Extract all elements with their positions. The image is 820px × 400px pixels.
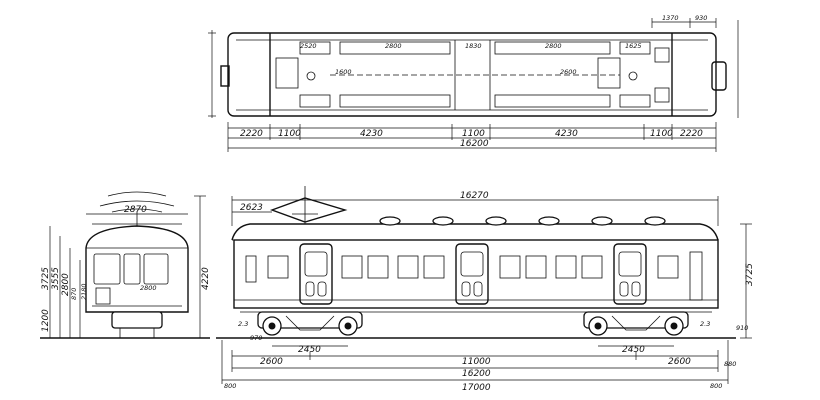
plan-dim-3: 4230 xyxy=(360,129,383,139)
side-low-dim-4: 910 xyxy=(736,324,748,332)
end-height-3: 2800 xyxy=(61,273,71,296)
plan-inner-1: 2520 xyxy=(300,42,317,50)
plan-dim-2: 1100 xyxy=(278,129,301,139)
truck-left xyxy=(257,311,363,336)
side-doors xyxy=(299,243,647,305)
end-height-1: 3725 xyxy=(41,267,51,290)
side-row1-right: 2600 xyxy=(668,357,691,367)
pantograph xyxy=(269,186,348,224)
plan-inner-6: 1600 xyxy=(335,68,352,76)
side-low-dim-3: 970 xyxy=(250,334,262,342)
plan-inner-7: 2600 xyxy=(560,68,577,76)
side-windows xyxy=(245,251,703,301)
side-pantograph-offset: 2623 xyxy=(240,203,263,213)
plan-overall-length: 16200 xyxy=(460,139,489,149)
plan-dim-5: 4230 xyxy=(555,129,578,139)
side-top-length: 16270 xyxy=(460,191,489,201)
plan-dim-4: 1100 xyxy=(462,129,485,139)
side-row1-left: 2600 xyxy=(260,357,283,367)
plan-inner-5: 1625 xyxy=(625,42,642,50)
plan-top-right-2: 930 xyxy=(695,14,707,22)
end-height-right: 4220 xyxy=(201,267,211,290)
plan-top-right-1: 1370 xyxy=(662,14,679,22)
plan-dim-1: 2220 xyxy=(240,129,263,139)
roof-ventilators xyxy=(379,216,666,226)
end-view: 2870 2800 3725 3555 2800 1200 4220 870 2… xyxy=(40,191,211,339)
end-small-2: 2180 xyxy=(80,283,88,300)
plan-dim-6: 1100 xyxy=(650,129,673,139)
plan-view: 2220 1100 4230 1100 4230 1100 2220 16200… xyxy=(208,14,739,152)
side-row3: 17000 xyxy=(462,383,491,393)
side-height: 3725 xyxy=(745,263,755,286)
side-truck-wb-right: 2450 xyxy=(622,345,645,355)
plan-inner-2: 2800 xyxy=(385,42,402,50)
side-row1-mid: 11000 xyxy=(462,357,491,367)
side-row2: 16200 xyxy=(462,369,491,379)
side-truck-wb-left: 2450 xyxy=(298,345,321,355)
side-low-dim-5: 880 xyxy=(724,360,736,368)
truck-right xyxy=(583,311,689,336)
side-end-marker-left: 800 xyxy=(224,382,236,390)
side-low-dim-1: 2.3 xyxy=(238,320,248,328)
plan-dim-7: 2220 xyxy=(680,129,703,139)
plan-inner-3: 1830 xyxy=(465,42,482,50)
side-end-marker-right: 800 xyxy=(710,382,722,390)
side-view: 16270 2623 3725 2.3 2.3 970 910 880 2450… xyxy=(216,186,755,393)
plan-inner-4: 2800 xyxy=(545,42,562,50)
side-low-dim-2: 2.3 xyxy=(700,320,710,328)
end-inner-width: 2800 xyxy=(140,284,157,292)
end-small-1: 870 xyxy=(70,288,78,300)
end-height-2: 3555 xyxy=(51,267,61,290)
end-width: 2870 xyxy=(124,205,147,215)
end-height-4: 1200 xyxy=(41,309,51,332)
